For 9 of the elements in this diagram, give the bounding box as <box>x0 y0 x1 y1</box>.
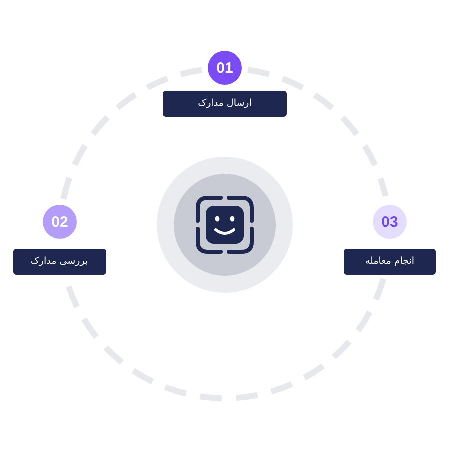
step-number: 03 <box>373 205 407 239</box>
step-number: 02 <box>43 205 77 239</box>
dashed-connector <box>64 278 386 402</box>
step-label: ارسال مدارک <box>163 91 287 117</box>
step-label: انجام معامله <box>344 249 436 275</box>
dashed-connector <box>247 67 389 198</box>
dashed-connector <box>60 67 203 200</box>
step-number: 01 <box>208 51 242 85</box>
step-label: بررسی مدارک <box>13 249 106 275</box>
